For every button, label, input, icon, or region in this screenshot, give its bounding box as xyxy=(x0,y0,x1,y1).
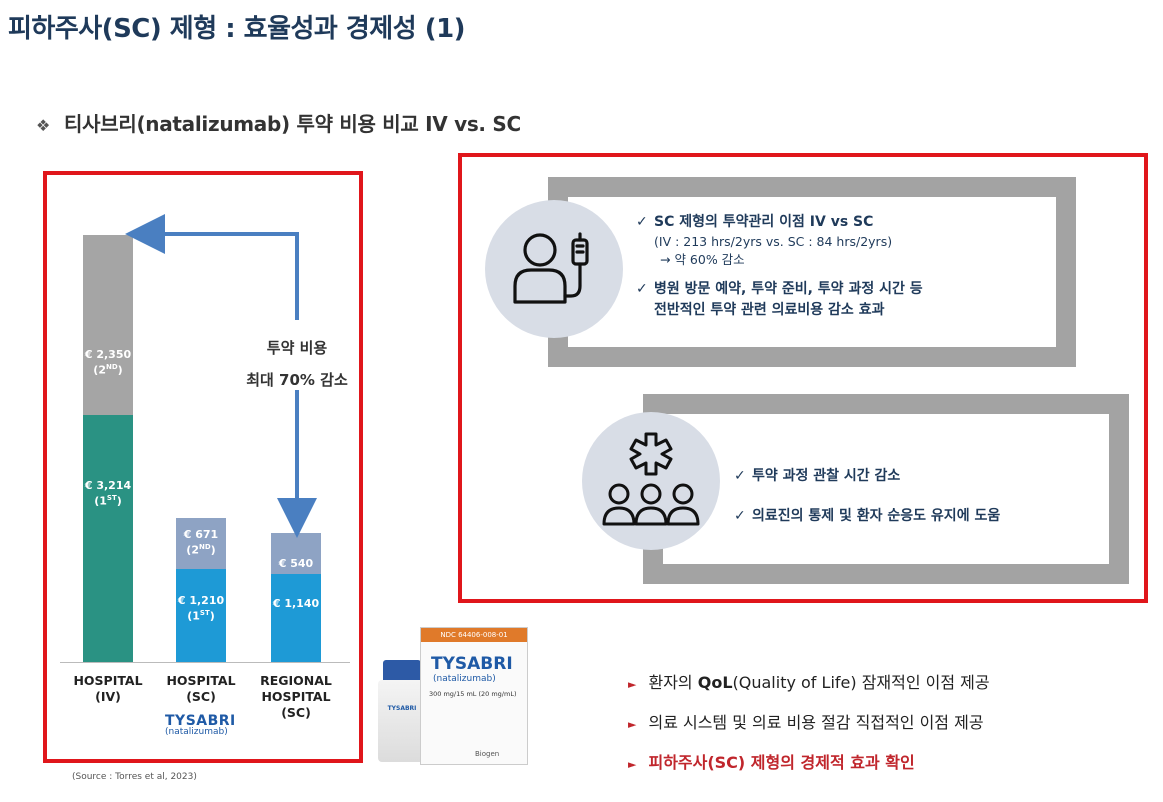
box-generic: (natalizumab) xyxy=(433,674,496,684)
bar2-first-label: € 1,210 (1ST) xyxy=(177,594,225,623)
panel2-text: ✓투약 과정 관찰 시간 감소 ✓의료진의 통제 및 환자 순응도 유지에 도움 xyxy=(734,456,1000,536)
conclusion-item: ►의료 시스템 및 의료 비용 절감 직접적인 이점 제공 xyxy=(628,713,984,732)
box-ndc: NDC 64406-008-01 xyxy=(421,628,527,642)
conclusion-item-emphasis: ►피하주사(SC) 제형의 경제적 효과 확인 xyxy=(628,753,915,772)
bar-hospital-sc-first xyxy=(176,569,226,662)
chart-highlight-box xyxy=(43,171,363,763)
bar1-second-label: € 2,350 (2ND) xyxy=(84,348,132,377)
bar-hospital-iv-second xyxy=(83,234,133,416)
observation-benefit-panel xyxy=(643,394,1129,584)
bar2-second-label: € 671 (2ND) xyxy=(183,528,219,557)
conclusion-list: ►환자의 QoL(Quality of Life) 잠재적인 이점 제공 ►의료… xyxy=(628,664,990,784)
bar1-first-label: € 3,214 (1ST) xyxy=(84,479,132,508)
reduction-annotation: 투약 비용 최대 70% 감소 xyxy=(246,339,348,389)
product-box: NDC 64406-008-01 TYSABRI (natalizumab) 3… xyxy=(420,627,528,765)
arrow-to-iv-bar xyxy=(125,214,299,320)
bar-hospital-sc-second xyxy=(176,517,226,570)
bar3-first-label: € 1,140 xyxy=(272,597,320,610)
admin-benefit-panel xyxy=(548,177,1076,367)
benefits-highlight-box xyxy=(458,153,1148,603)
patient-iv-icon-circle xyxy=(485,200,623,338)
chart-x-axis xyxy=(60,662,350,663)
reduction-arrow xyxy=(125,214,317,538)
vial xyxy=(378,680,426,762)
check-icon: ✓ xyxy=(636,281,648,297)
box-dose: 300 mg/15 mL (20 mg/mL) xyxy=(429,690,517,698)
subtitle-text: 티사브리(natalizumab) 투약 비용 비교 IV vs. SC xyxy=(64,112,521,136)
box-brand: TYSABRI xyxy=(431,654,513,674)
source-citation: (Source : Torres et al, 2023) xyxy=(72,772,197,782)
category-label-hospital-iv: HOSPITAL(IV) xyxy=(73,673,143,704)
medical-staff-icon xyxy=(602,432,700,526)
diamond-bullet-icon: ❖ xyxy=(36,116,51,135)
check-icon: ✓ xyxy=(734,468,746,484)
bar-regional-hospital-sc-first xyxy=(271,574,321,662)
category-label-hospital-sc: HOSPITAL(SC) xyxy=(166,673,236,704)
vial-brand: TYSABRI xyxy=(387,705,417,712)
section-subtitle: ❖ 티사브리(natalizumab) 투약 비용 비교 IV vs. SC xyxy=(36,108,521,137)
triangle-bullet-icon: ► xyxy=(628,718,637,731)
box-maker: Biogen xyxy=(475,750,500,758)
panel1-text: ✓SC 제형의 투약관리 이점 IV vs SC (IV : 213 hrs/2… xyxy=(636,214,923,318)
check-icon: ✓ xyxy=(636,214,648,230)
patient-iv-icon xyxy=(513,232,589,304)
bar-hospital-iv-first xyxy=(83,415,133,662)
page-title: 피하주사(SC) 제형 : 효율성과 경제성 (1) xyxy=(8,14,466,44)
check-icon: ✓ xyxy=(734,508,746,524)
bar3-second-label: € 540 xyxy=(278,557,314,570)
bar-regional-hospital-sc-second xyxy=(271,533,321,575)
conclusion-item: ►환자의 QoL(Quality of Life) 잠재적인 이점 제공 xyxy=(628,673,990,692)
cost-comparison-chart: € 2,350 (2ND) € 3,214 (1ST) € 671 (2ND) … xyxy=(60,214,350,720)
tysabri-small-logo: TYSABRI (natalizumab) xyxy=(165,713,236,737)
medical-staff-icon-circle xyxy=(582,412,720,550)
triangle-bullet-icon: ► xyxy=(628,758,637,771)
triangle-bullet-icon: ► xyxy=(628,678,637,691)
